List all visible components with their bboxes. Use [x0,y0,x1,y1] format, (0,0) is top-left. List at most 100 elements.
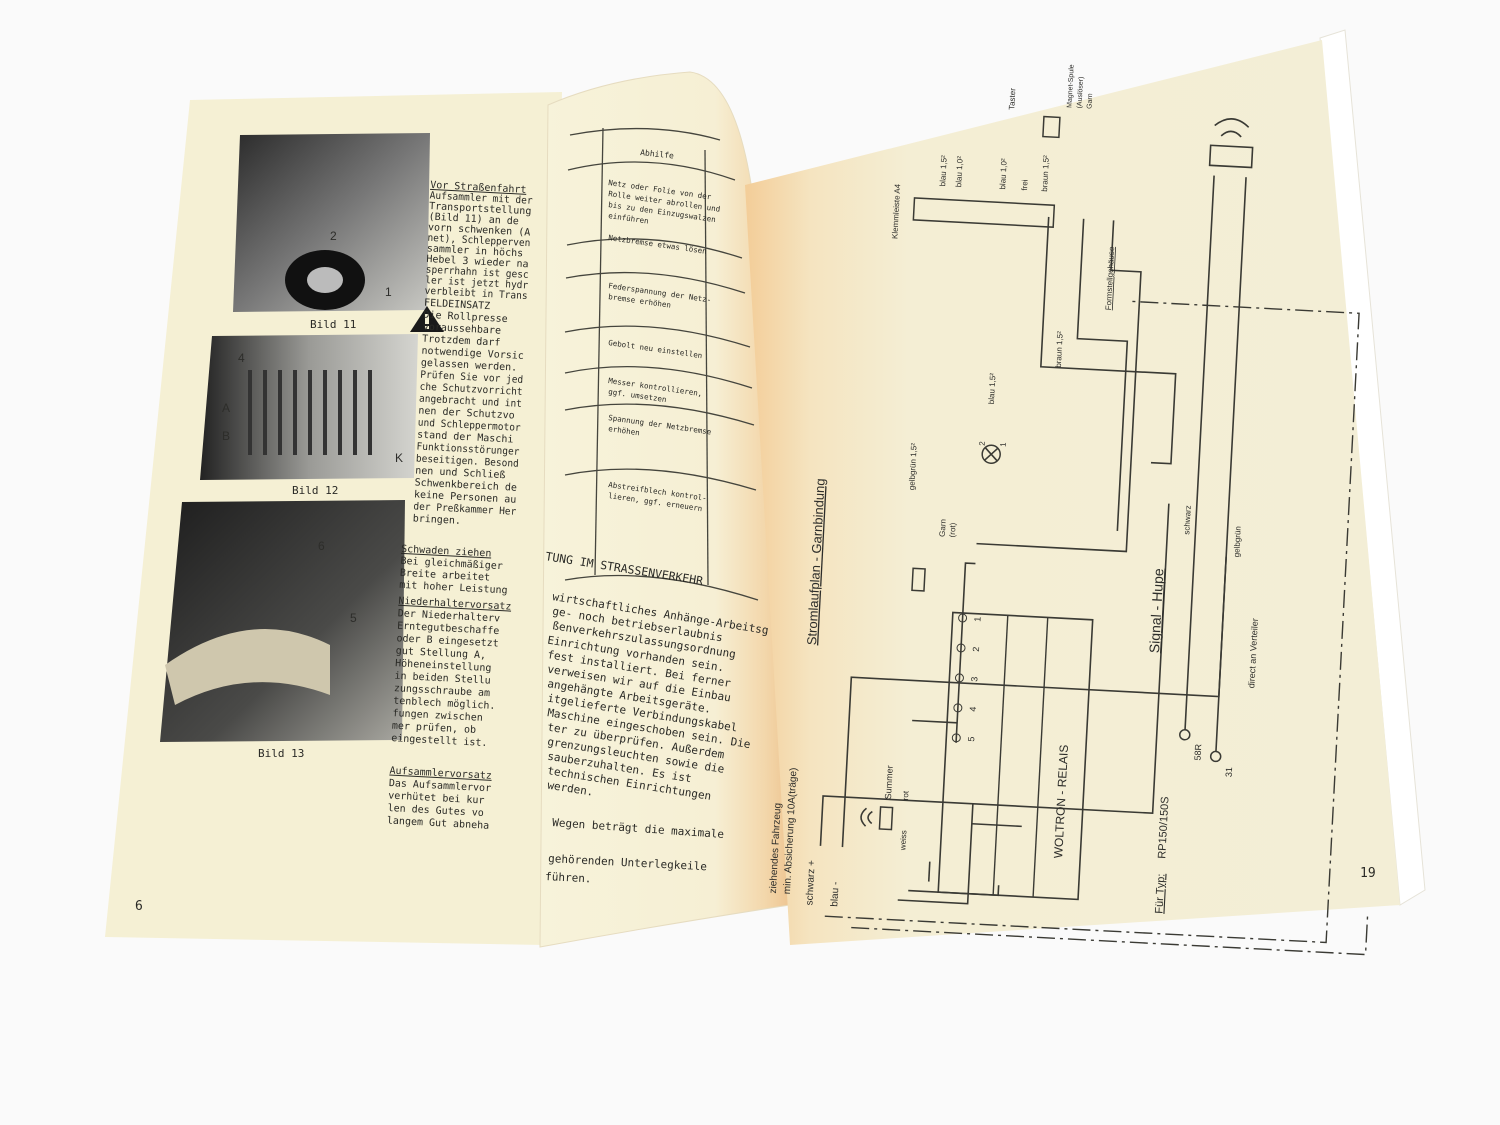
wire-label: gelbgrün 1,5² [907,443,918,491]
figure-caption: Bild 11 [310,318,356,331]
body-text-line: angebracht und int [419,394,522,410]
terminal-label: 31 [1224,767,1235,778]
figure-caption: Bild 13 [258,747,304,760]
body-text-line: nen der Schutzvo [418,406,515,422]
body-text-line: notwendige Vorsic [421,346,524,362]
figure-bild-13: 6 5 Bild 13 [160,500,405,760]
lamp-pin: 2 [978,441,987,446]
body-text-line: verhütet bei kur [388,790,485,806]
body-text-line: Transportstellung [429,201,532,217]
relay-pin-label: 2 [971,646,981,652]
buzzer-label: Summer [883,765,895,799]
body-text-line: Aufsammler mit der [429,190,532,206]
body-text-line: (Bild 11) an de [428,212,519,228]
terminal-label: 58R [1192,743,1203,761]
supply-label: blau - [829,881,841,907]
body-text-line: zungsschraube am [394,683,491,699]
wire-label: schwarz [1182,505,1193,535]
relay-pin-terminal [953,703,963,713]
warning-triangle-icon [410,306,444,332]
body-text-line: Hebel 3 wieder na [426,254,529,270]
buzzer-icon [878,806,894,831]
body-text-line: ler ist jetzt hydr [425,275,528,291]
body-text-line: Bei gleichmäßiger [400,556,503,572]
wire-label: weiss [898,830,908,851]
body-text-line: in beiden Stellu [394,671,491,687]
table-cell: erhöhen [608,424,641,437]
body-text-line: Die Rollpresse [423,310,508,325]
body-text-line: Der Niederhalterv [397,608,500,624]
right-page: ziehendes Fahrzeug min. Absicherung 10A(… [745,40,1400,956]
figure-caption: Bild 12 [292,484,338,497]
figure-bild-12: 4 A B K Bild 12 [200,334,418,497]
callout: 5 [350,611,357,625]
body-text-line: vorn schwenken (A [428,222,531,238]
figure-bild-11: 2 1 Bild 11 [233,133,430,331]
horn-title: Signal - Hupe [1146,568,1166,654]
housing-label: Formstellgehäuse [1104,246,1116,311]
wire-label: gelbgrün [1232,526,1243,558]
section-heading: FELDEINSATZ [424,298,491,312]
left-page: 2 1 Bild 11 4 A B K Bild 12 6 5 Bild 13 … [105,92,562,945]
body-text-line: Schwenkbereich de [414,477,517,493]
table-header: Abhilfe [640,148,675,160]
coil-label: (Auslöser) [1076,76,1085,108]
relay-pin-terminal [954,673,964,683]
relay-label: WOLTRON - RELAIS [1051,744,1071,858]
body-text-line: bringen. [412,513,461,527]
body-text-line: sperrhahn ist gesc [426,265,529,281]
body-text-line: voraussehbare [423,322,502,337]
body-text-line: sammler in höchs [427,243,524,259]
body-text-line: tenblech möglich. [393,696,496,712]
terminal-strip [912,197,1056,228]
body-text-line: Höheneinstellung [395,658,492,674]
terminal-block-label: Klemmleiste A4 [890,183,902,239]
coil-label: Magnet-Spule [1066,64,1075,108]
section-heading: Vor Straßenfahrt [430,180,527,196]
relay-pin-label: 5 [966,736,976,742]
callout: B [222,429,230,443]
callout: A [222,401,230,415]
relay-pin-label: 4 [968,706,978,712]
switch-label: Garn [938,519,948,537]
wire-label: blau 1,5² [938,155,949,187]
wire-label: braun 1,5² [1040,155,1051,192]
magnet-coil-icon [1042,115,1061,139]
callout: K [395,451,403,465]
wire-label: blau 1,0² [998,158,1009,190]
body-text-line: che Schutzvorricht [419,382,522,398]
wire-label: frei [1020,179,1030,191]
wire-label: blau 1,0² [954,156,965,188]
section-heading: Schwaden ziehen [401,544,492,560]
callout: 6 [318,539,325,553]
callout: 2 [330,229,337,243]
page-number: 19 [1360,866,1376,881]
body-text-line: gut Stellung A, [396,646,487,662]
relay-box [937,611,1094,901]
wire-label: braun 1,5² [1054,331,1065,368]
relay-pin-label: 3 [969,676,979,682]
body-text-line: net), Schlepperven [427,233,530,249]
body-text-line: mer prüfen, ob [392,721,477,736]
body-text-line: beseitigen. Besond [416,453,519,469]
type-label: Für Typ: [1153,873,1167,914]
body-text-line: Breite arbeitet [400,568,491,584]
coil-label: Garn [1086,93,1094,109]
relay-pin-terminal [956,643,966,653]
body-text-line: eingestellt ist. [391,733,488,749]
body-text-line: Funktionsstörunger [416,441,519,457]
body-text-line: gelassen werden. [421,358,518,374]
switch-label: Taster [1007,88,1017,111]
supply-label: schwarz + [804,860,817,906]
section-heading: Aufsammlervorsatz [389,766,492,782]
vehicle-note: ziehendes Fahrzeug [768,803,784,894]
body-text-line: Trotzdem darf [422,334,501,349]
switch-label: (rot) [948,522,958,537]
body-text-line: verbleibt in Trans [424,286,527,302]
body-text-line: Erntegutbeschaffe [397,621,500,637]
page-number: 6 [135,899,143,914]
body-text-line: nen und Schließ [415,465,506,481]
wire-label: blau 1,5² [987,373,998,405]
